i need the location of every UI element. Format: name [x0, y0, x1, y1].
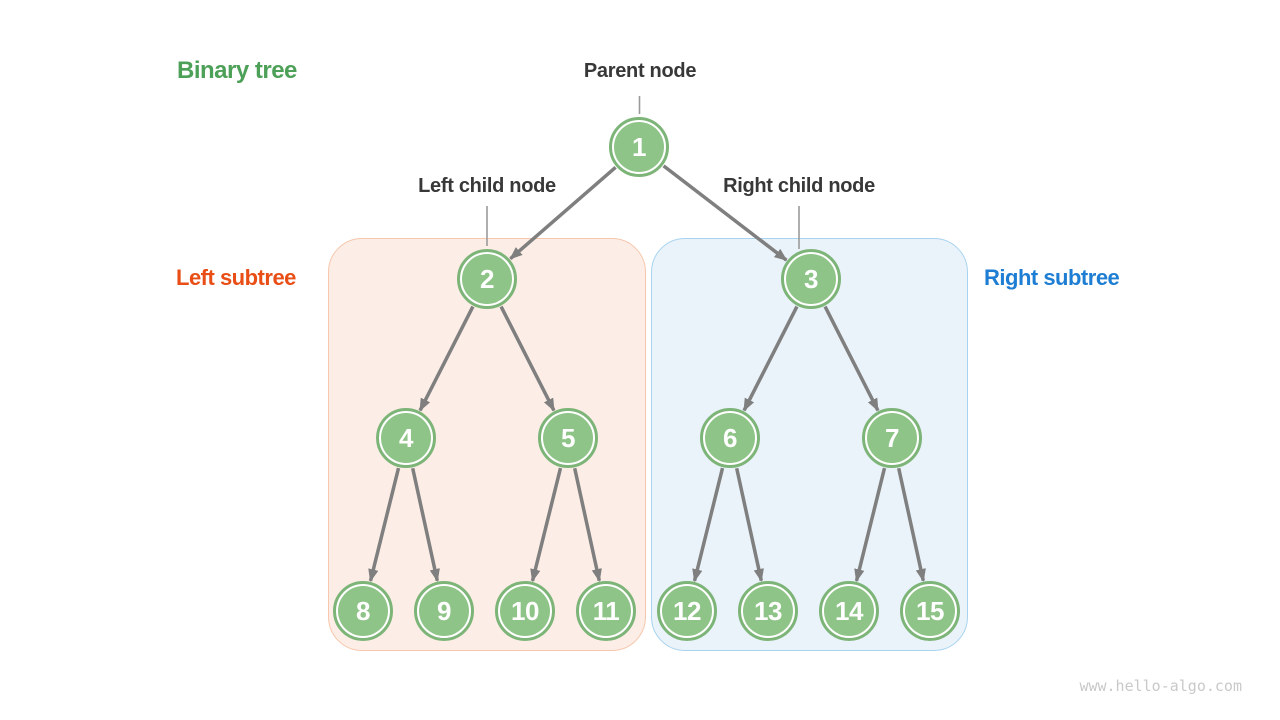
tree-node-5: 5 [538, 408, 598, 468]
tree-node-9: 9 [414, 581, 474, 641]
tree-node-3: 3 [781, 249, 841, 309]
right-child-node-label: Right child node [723, 175, 875, 197]
tree-node-4: 4 [376, 408, 436, 468]
tree-node-14: 14 [819, 581, 879, 641]
tree-node-6: 6 [700, 408, 760, 468]
tree-node-1-value: 1 [614, 122, 664, 172]
right-subtree-label: Right subtree [984, 265, 1120, 290]
tree-node-15-value: 15 [905, 586, 955, 636]
tree-node-11: 11 [576, 581, 636, 641]
tree-node-1: 1 [609, 117, 669, 177]
watermark-url: www.hello-algo.com [1079, 677, 1242, 695]
tree-node-2-value: 2 [462, 254, 512, 304]
tree-node-9-value: 9 [419, 586, 469, 636]
tree-node-14-value: 14 [824, 586, 874, 636]
parent-node-label: Parent node [583, 60, 697, 82]
tree-node-8: 8 [333, 581, 393, 641]
tree-node-13: 13 [738, 581, 798, 641]
tree-node-13-value: 13 [743, 586, 793, 636]
diagram-title: Binary tree [177, 57, 297, 84]
tree-node-12-value: 12 [662, 586, 712, 636]
tree-node-8-value: 8 [338, 586, 388, 636]
tree-node-7: 7 [862, 408, 922, 468]
tree-node-12: 12 [657, 581, 717, 641]
tree-node-15: 15 [900, 581, 960, 641]
tree-node-10-value: 10 [500, 586, 550, 636]
tree-node-10: 10 [495, 581, 555, 641]
left-subtree-label: Left subtree [176, 265, 296, 290]
tree-node-5-value: 5 [543, 413, 593, 463]
tree-node-2: 2 [457, 249, 517, 309]
tree-node-6-value: 6 [705, 413, 755, 463]
tree-node-4-value: 4 [381, 413, 431, 463]
tree-node-7-value: 7 [867, 413, 917, 463]
tree-node-11-value: 11 [581, 586, 631, 636]
left-child-node-label: Left child node [418, 175, 556, 197]
tree-node-3-value: 3 [786, 254, 836, 304]
